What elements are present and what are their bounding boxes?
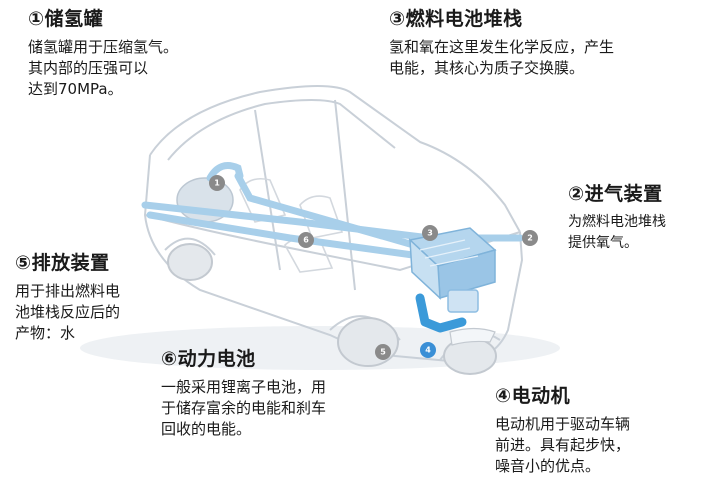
callout-title: ⑥动力电池 [161,348,256,370]
svg-text:4: 4 [425,346,431,355]
callout-description: 为燃料电池堆栈 提供氧气。 [568,214,666,251]
svg-text:2: 2 [527,234,533,243]
callout-description: 储氢罐用于压缩氢气。 其内部的压强可以 达到70MPa。 [28,38,179,98]
callout-description: 氢和氧在这里发生化学反应，产生 电能，其核心为质子交换膜。 [389,38,615,77]
callout-hydrogen-tank: ①储氢罐 储氢罐用于压缩氢气。 其内部的压强可以 达到70MPa。 [28,6,178,100]
callout-title: ④电动机 [495,385,571,407]
svg-text:5: 5 [380,348,386,357]
callout-title: ③燃料电池堆栈 [389,8,523,30]
badge-4: 4 [420,342,436,358]
badge-6: 6 [298,232,314,248]
headlight [449,327,496,346]
badge-2: 2 [522,230,538,246]
badge-3: 3 [422,225,438,241]
callout-power-battery: ⑥动力电池 一般采用锂离子电池，用 于储存富余的电能和刹车 回收的电能。 [161,346,326,440]
callout-description: 一般采用锂离子电池，用 于储存富余的电能和刹车 回收的电能。 [161,378,327,438]
callout-title: ①储氢罐 [28,8,104,30]
callout-title: ⑤排放装置 [15,252,110,274]
wheels [167,243,497,375]
badge-5: 5 [375,344,391,360]
callout-description: 电动机用于驱动车辆 前进。具有起步快， 噪音小的优点。 [495,415,631,475]
callout-air-intake: ②进气装置 为燃料电池堆栈 提供氧气。 [568,181,666,254]
callout-title: ②进气装置 [568,183,663,205]
svg-text:6: 6 [303,236,309,245]
badge-1: 1 [209,175,225,191]
fuel-cell-stack [408,227,497,300]
callout-fuel-cell-stack: ③燃料电池堆栈 氢和氧在这里发生化学反应，产生 电能，其核心为质子交换膜。 [389,6,614,79]
callout-electric-motor: ④电动机 电动机用于驱动车辆 前进。具有起步快， 噪音小的优点。 [495,383,630,477]
callout-exhaust: ⑤排放装置 用于排出燃料电 池堆栈反应后的 产物：水 [15,250,120,344]
svg-text:1: 1 [214,179,220,188]
svg-text:3: 3 [427,229,433,238]
callout-description: 用于排出燃料电 池堆栈反应后的 产物：水 [15,282,121,342]
electric-motor [415,289,479,333]
